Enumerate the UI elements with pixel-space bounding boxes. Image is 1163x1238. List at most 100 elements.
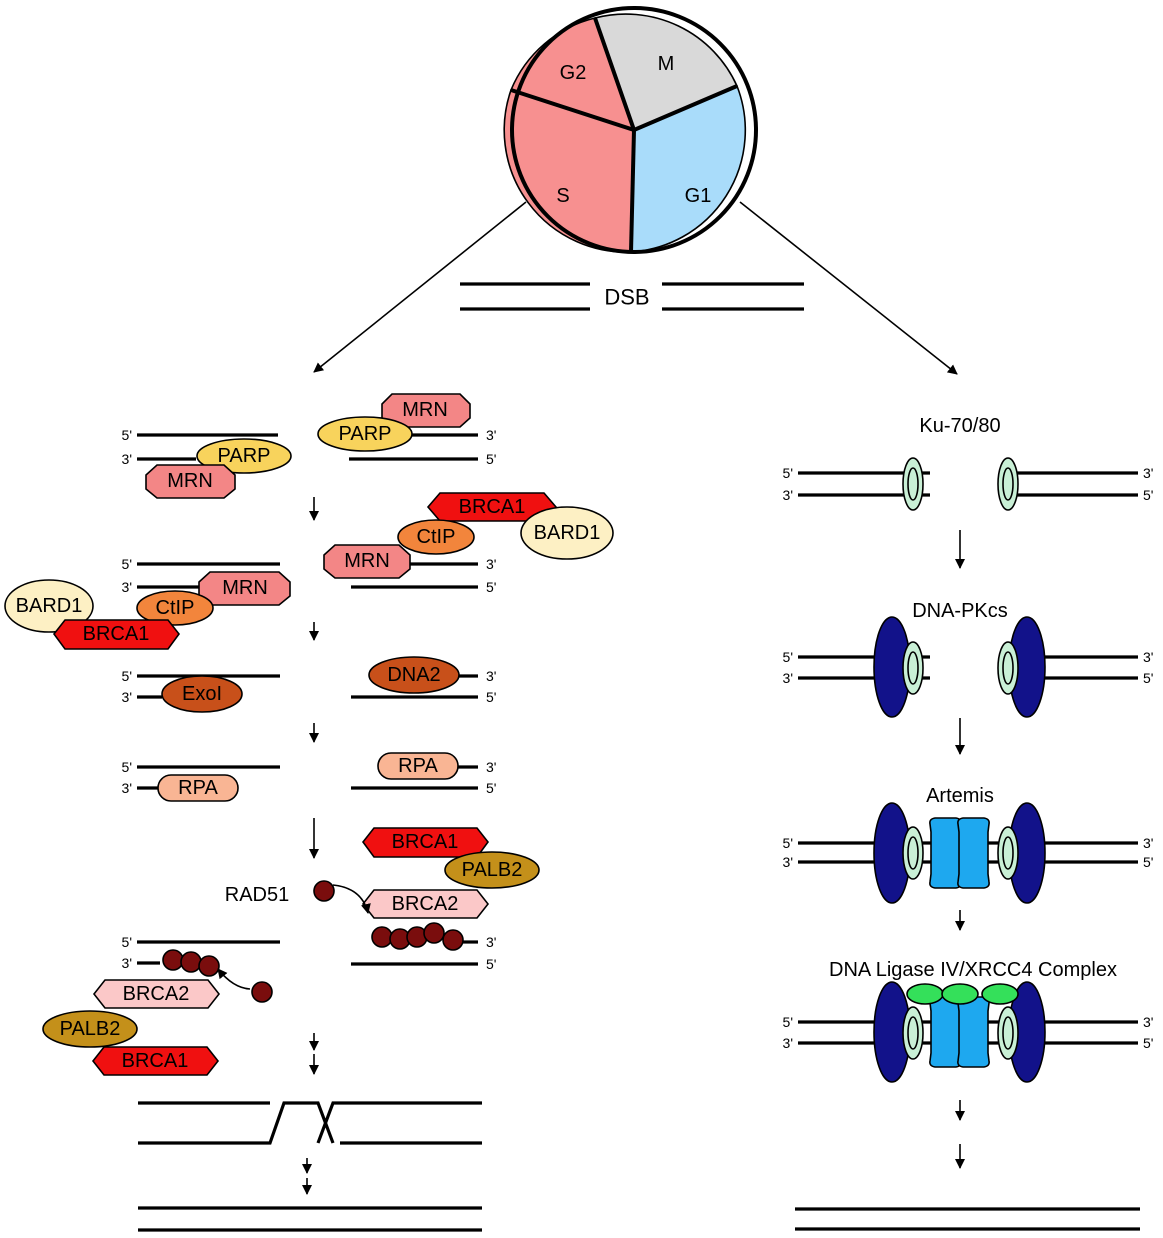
ku-ring-hole (1002, 836, 1014, 870)
ku-ring (997, 1006, 1019, 1060)
ligase-protein (981, 983, 1019, 1005)
palb2-protein (42, 1010, 138, 1048)
nhej-step-ligase (873, 981, 1046, 1083)
exoi-protein (161, 675, 243, 713)
parp-protein (317, 416, 413, 452)
ku-ring (902, 641, 924, 695)
rad51-bead (442, 929, 464, 951)
mrn-protein (145, 464, 236, 499)
ku-ring-hole (1002, 651, 1014, 685)
ligase-protein (941, 983, 979, 1005)
three-prime-label: 3' (783, 1035, 793, 1051)
palb2-label: PALB2 (462, 859, 523, 881)
five-prime-label: 5' (486, 956, 496, 972)
hr-step-arrows (302, 497, 319, 1195)
brca1-label: BRCA1 (392, 831, 459, 853)
hr-strand-invasion (138, 1101, 482, 1145)
three-prime-label: 3' (783, 487, 793, 503)
rad51-loading-arrow (332, 884, 371, 914)
three-prime-label: 3' (783, 854, 793, 870)
exoi-label: ExoI (182, 683, 222, 705)
three-prime-label: 3' (486, 668, 496, 684)
nhej-step-ligase-label: DNA Ligase IV/XRCC4 Complex (829, 959, 1117, 981)
brca2-label: BRCA2 (123, 983, 190, 1005)
rad51-bead (198, 955, 220, 977)
ligase-protein (906, 983, 944, 1005)
three-prime-label: 3' (122, 579, 132, 595)
three-prime-label: 3' (783, 670, 793, 686)
ctip-label: CtIP (417, 526, 456, 548)
mrn-label: MRN (344, 550, 390, 572)
ku-ring-hole (907, 1016, 919, 1050)
ctip-protein (397, 519, 475, 555)
ku-ring-hole (907, 467, 919, 501)
ku-ring-hole (1002, 1016, 1014, 1050)
artemis-protein (929, 996, 962, 1068)
hr-step-5: BRCA1 PALB2 BRCA2 RAD51 BRCA2 PALB2 BRCA… (42, 827, 540, 1076)
nhej-repaired-dna (795, 1207, 1140, 1231)
nhej-step-artemis-label: Artemis (926, 785, 994, 807)
three-prime-label: 3' (486, 759, 496, 775)
nhej-step-ku-label: Ku-70/80 (919, 415, 1000, 437)
dsb-broken-dna: DSB (460, 282, 804, 311)
five-prime-label: 5' (486, 451, 496, 467)
palb2-label: PALB2 (60, 1018, 121, 1040)
ku-ring (997, 826, 1019, 880)
s-phase-pathway-arrow (313, 201, 527, 373)
brca2-protein (92, 979, 221, 1009)
three-prime-label: 3' (122, 451, 132, 467)
hr-repaired-dna (138, 1206, 482, 1232)
five-prime-label: 5' (783, 835, 793, 851)
three-prime-label: 3' (1143, 835, 1153, 851)
ku-ring-hole (907, 651, 919, 685)
brca2-label: BRCA2 (392, 893, 459, 915)
five-prime-label: 5' (122, 668, 132, 684)
three-prime-label: 3' (122, 955, 132, 971)
rad51-filament (313, 880, 464, 951)
ku-ring (902, 1006, 924, 1060)
brca1-label: BRCA1 (122, 1050, 189, 1072)
bard1-protein (4, 579, 94, 633)
ku-ring (902, 826, 924, 880)
rad51-label: RAD51 (225, 884, 289, 906)
rad51-bead (313, 880, 335, 902)
five-prime-label: 5' (486, 780, 496, 796)
ctip-label: CtIP (156, 597, 195, 619)
five-prime-label: 5' (783, 465, 793, 481)
phase-s-label: S (556, 185, 569, 207)
brca1-label: BRCA1 (83, 623, 150, 645)
phase-g1-label: G1 (685, 185, 712, 207)
artemis-protein (957, 996, 990, 1068)
g1-phase-pathway-arrow (739, 201, 958, 375)
three-prime-label: 3' (486, 556, 496, 572)
three-prime-label: 3' (1143, 465, 1153, 481)
five-prime-label: 5' (783, 1014, 793, 1030)
phase-m-label: M (658, 53, 675, 75)
three-prime-label: 3' (486, 934, 496, 950)
hr-step-3: DNA2 ExoI (161, 656, 460, 713)
mrn-label: MRN (402, 399, 448, 421)
three-prime-label: 3' (1143, 649, 1153, 665)
bard1-label: BARD1 (534, 522, 601, 544)
dna2-label: DNA2 (387, 664, 440, 686)
artemis-protein (957, 817, 990, 889)
rad51-bead (162, 949, 184, 971)
nhej-step-dnapkcs (873, 616, 1046, 718)
rad51-bead (180, 951, 202, 973)
palb2-protein (444, 851, 540, 889)
ku-ring-hole (907, 836, 919, 870)
rpa-protein (157, 774, 239, 802)
rad51-filament (162, 949, 273, 1003)
mrn-label: MRN (167, 470, 213, 492)
nhej-step-artemis (873, 802, 1046, 904)
bard1-label: BARD1 (16, 595, 83, 617)
ku-ring (997, 457, 1019, 511)
three-prime-label: 3' (122, 689, 132, 705)
rpa-protein (377, 752, 459, 780)
rad51-bead (423, 922, 445, 944)
parp-label: PARP (218, 445, 271, 467)
brca1-protein (91, 1046, 220, 1076)
phase-g1-sector (630, 84, 747, 253)
rad51-bead (251, 981, 273, 1003)
five-prime-label: 5' (122, 556, 132, 572)
